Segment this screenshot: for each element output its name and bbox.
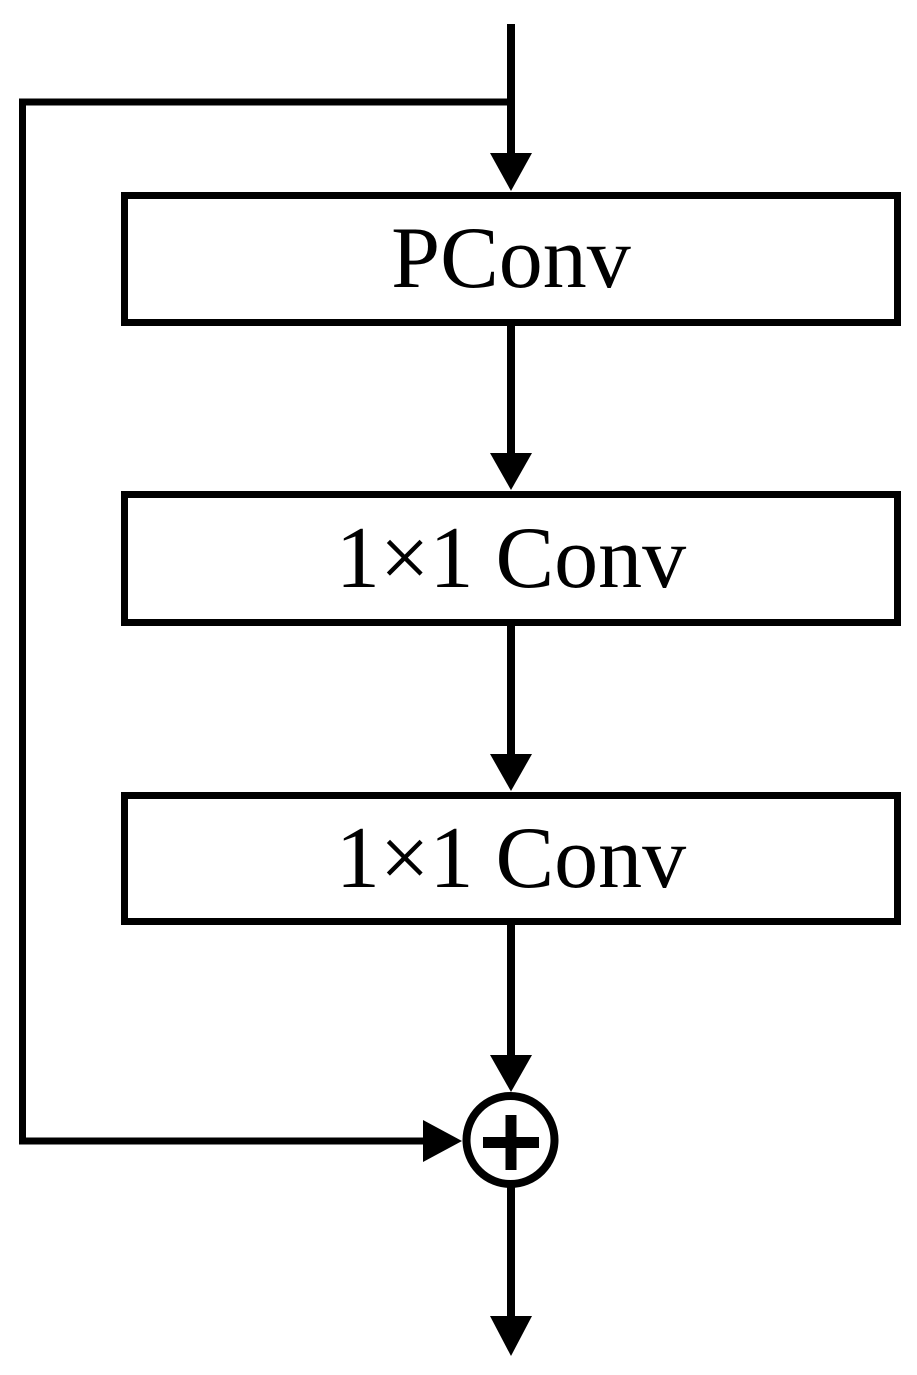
conv1x1-box-1: 1×1 Conv	[121, 491, 901, 626]
arrow-down-icon	[490, 1055, 532, 1092]
conv1x1-box-1-label: 1×1 Conv	[335, 509, 687, 607]
pconv-box: PConv	[121, 192, 901, 326]
arrow-down-icon	[490, 453, 532, 490]
arrow-right-icon	[423, 1120, 462, 1162]
plus-icon	[483, 1115, 539, 1170]
pconv-box-label: PConv	[391, 210, 631, 307]
skip-connection-line	[19, 98, 511, 1145]
arrow-down-icon	[490, 754, 532, 791]
conv1x1-box-2-label: 1×1 Conv	[335, 809, 687, 907]
conv1x1-box-2: 1×1 Conv	[121, 792, 901, 925]
arrow-down-icon	[490, 153, 532, 191]
arrow-down-icon	[490, 1316, 532, 1356]
